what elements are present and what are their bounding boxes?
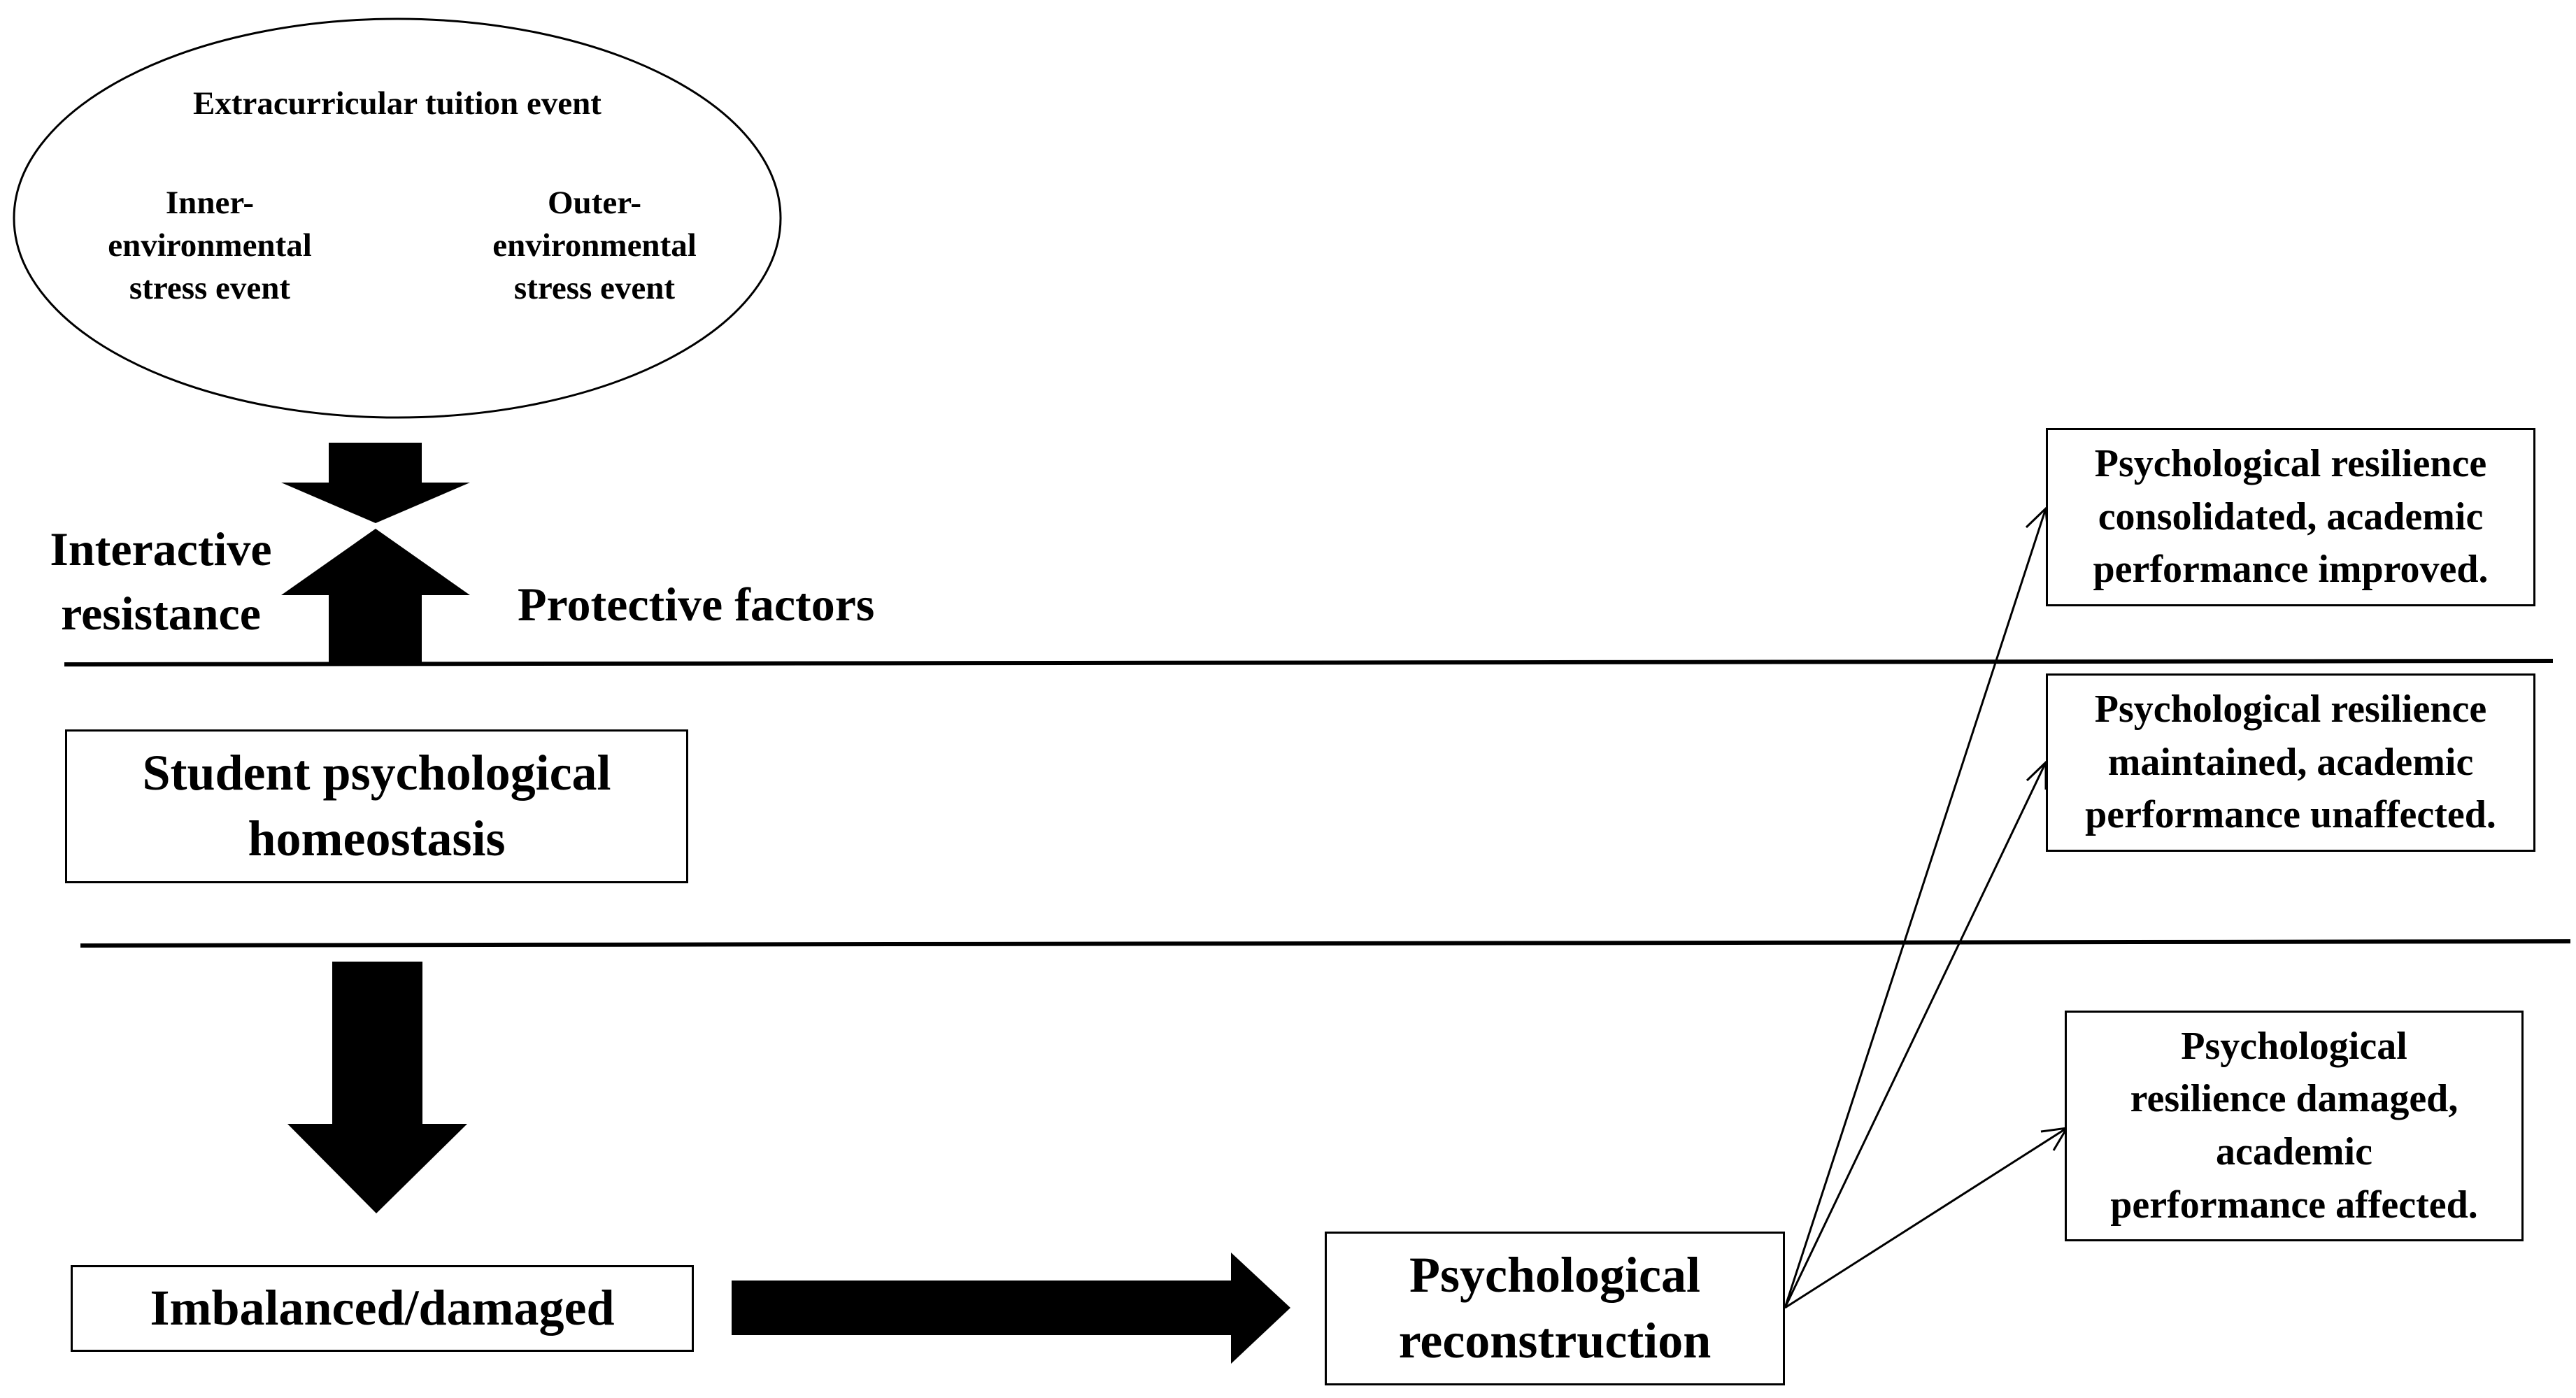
outcome-consolidated-box: Psychological resilience consolidated, a…: [2046, 428, 2535, 606]
lower-divider: [80, 939, 2571, 948]
homeostasis-label: Student psychological homeostasis: [142, 745, 611, 866]
imbalanced-box: Imbalanced/damaged: [71, 1265, 694, 1352]
arrow-to-damaged: [1784, 1127, 2068, 1309]
protective-up-arrow: [281, 529, 470, 663]
reconstruction-box: Psychological reconstruction: [1325, 1232, 1785, 1385]
outcome-maintained-box: Psychological resilience maintained, aca…: [2046, 673, 2535, 852]
event-ellipse: [13, 17, 782, 419]
arrow-to-maintained: [1784, 762, 2047, 1308]
imbalance-down-arrow: [287, 962, 467, 1213]
stress-down-arrow: [281, 443, 470, 523]
homeostasis-box: Student psychological homeostasis: [65, 729, 688, 883]
reconstruction-right-arrow: [732, 1253, 1290, 1364]
imbalanced-label: Imbalanced/damaged: [150, 1280, 615, 1336]
outcome-damaged-label: Psychological resilience damaged, academ…: [2110, 1024, 2478, 1227]
arrow-to-consolidated: [1784, 508, 2047, 1308]
outcome-damaged-box: Psychological resilience damaged, academ…: [2065, 1011, 2524, 1241]
inner-stress-label: Inner- environmental stress event: [108, 185, 312, 307]
outcome-consolidated-label: Psychological resilience consolidated, a…: [2093, 442, 2489, 592]
interactive-resistance-label: Interactive resistance: [50, 522, 272, 640]
upper-divider: [64, 659, 2554, 666]
reconstruction-label: Psychological reconstruction: [1398, 1247, 1712, 1369]
event-title: Extracurricular tuition event: [193, 85, 602, 122]
outcome-maintained-label: Psychological resilience maintained, aca…: [2085, 687, 2496, 837]
protective-factors-label: Protective factors: [518, 578, 875, 631]
outer-stress-label: Outer- environmental stress event: [492, 185, 697, 307]
